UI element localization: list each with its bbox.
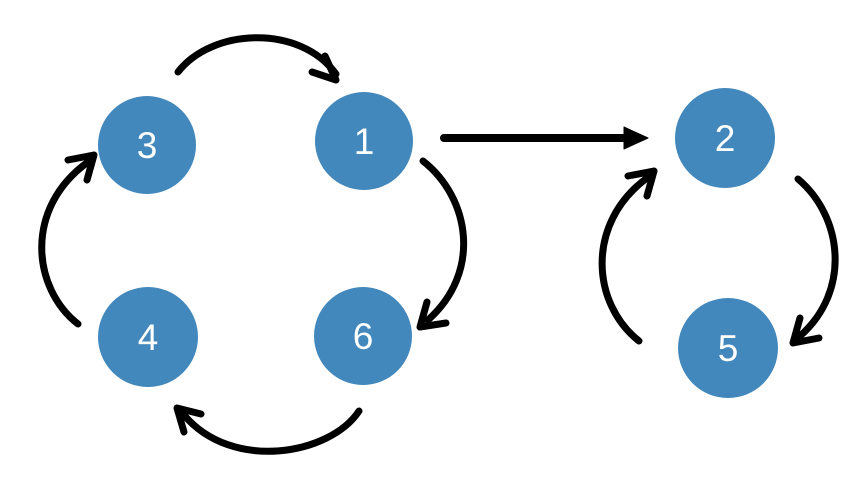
node-label-3: 3 bbox=[136, 124, 158, 166]
edges-group bbox=[38, 34, 839, 455]
arrowhead-icon bbox=[416, 298, 450, 331]
edge-line bbox=[794, 175, 839, 340]
arrowhead-icon bbox=[623, 126, 649, 150]
edge-1-to-2[interactable] bbox=[440, 126, 649, 150]
node-label-6: 6 bbox=[352, 315, 374, 357]
edge-line bbox=[419, 157, 468, 324]
edge-5-to-2[interactable] bbox=[598, 167, 658, 345]
node-label-5: 5 bbox=[717, 327, 739, 369]
edge-3-to-1[interactable] bbox=[174, 34, 340, 84]
arrowhead-icon bbox=[624, 167, 658, 200]
edge-line bbox=[180, 407, 363, 455]
edge-6-to-4[interactable] bbox=[173, 404, 363, 455]
node-label-1: 1 bbox=[353, 120, 375, 162]
edge-2-to-5[interactable] bbox=[789, 175, 839, 347]
edge-1-to-6[interactable] bbox=[416, 157, 468, 331]
edge-4-to-3[interactable] bbox=[38, 151, 98, 328]
node-3[interactable]: 3 bbox=[98, 96, 196, 194]
node-label-4: 4 bbox=[137, 316, 159, 358]
arrowhead-icon bbox=[64, 151, 98, 184]
node-1[interactable]: 1 bbox=[315, 92, 413, 190]
edge-line bbox=[174, 34, 340, 78]
arrowhead-icon bbox=[308, 52, 340, 84]
edge-line bbox=[38, 158, 92, 328]
node-label-2: 2 bbox=[714, 117, 736, 159]
node-6[interactable]: 6 bbox=[314, 287, 412, 385]
node-2[interactable]: 2 bbox=[675, 88, 775, 188]
node-4[interactable]: 4 bbox=[98, 287, 198, 387]
arrowhead-icon bbox=[173, 404, 205, 436]
edge-line bbox=[598, 174, 651, 345]
node-5[interactable]: 5 bbox=[678, 298, 778, 398]
arrowhead-icon bbox=[789, 314, 823, 347]
